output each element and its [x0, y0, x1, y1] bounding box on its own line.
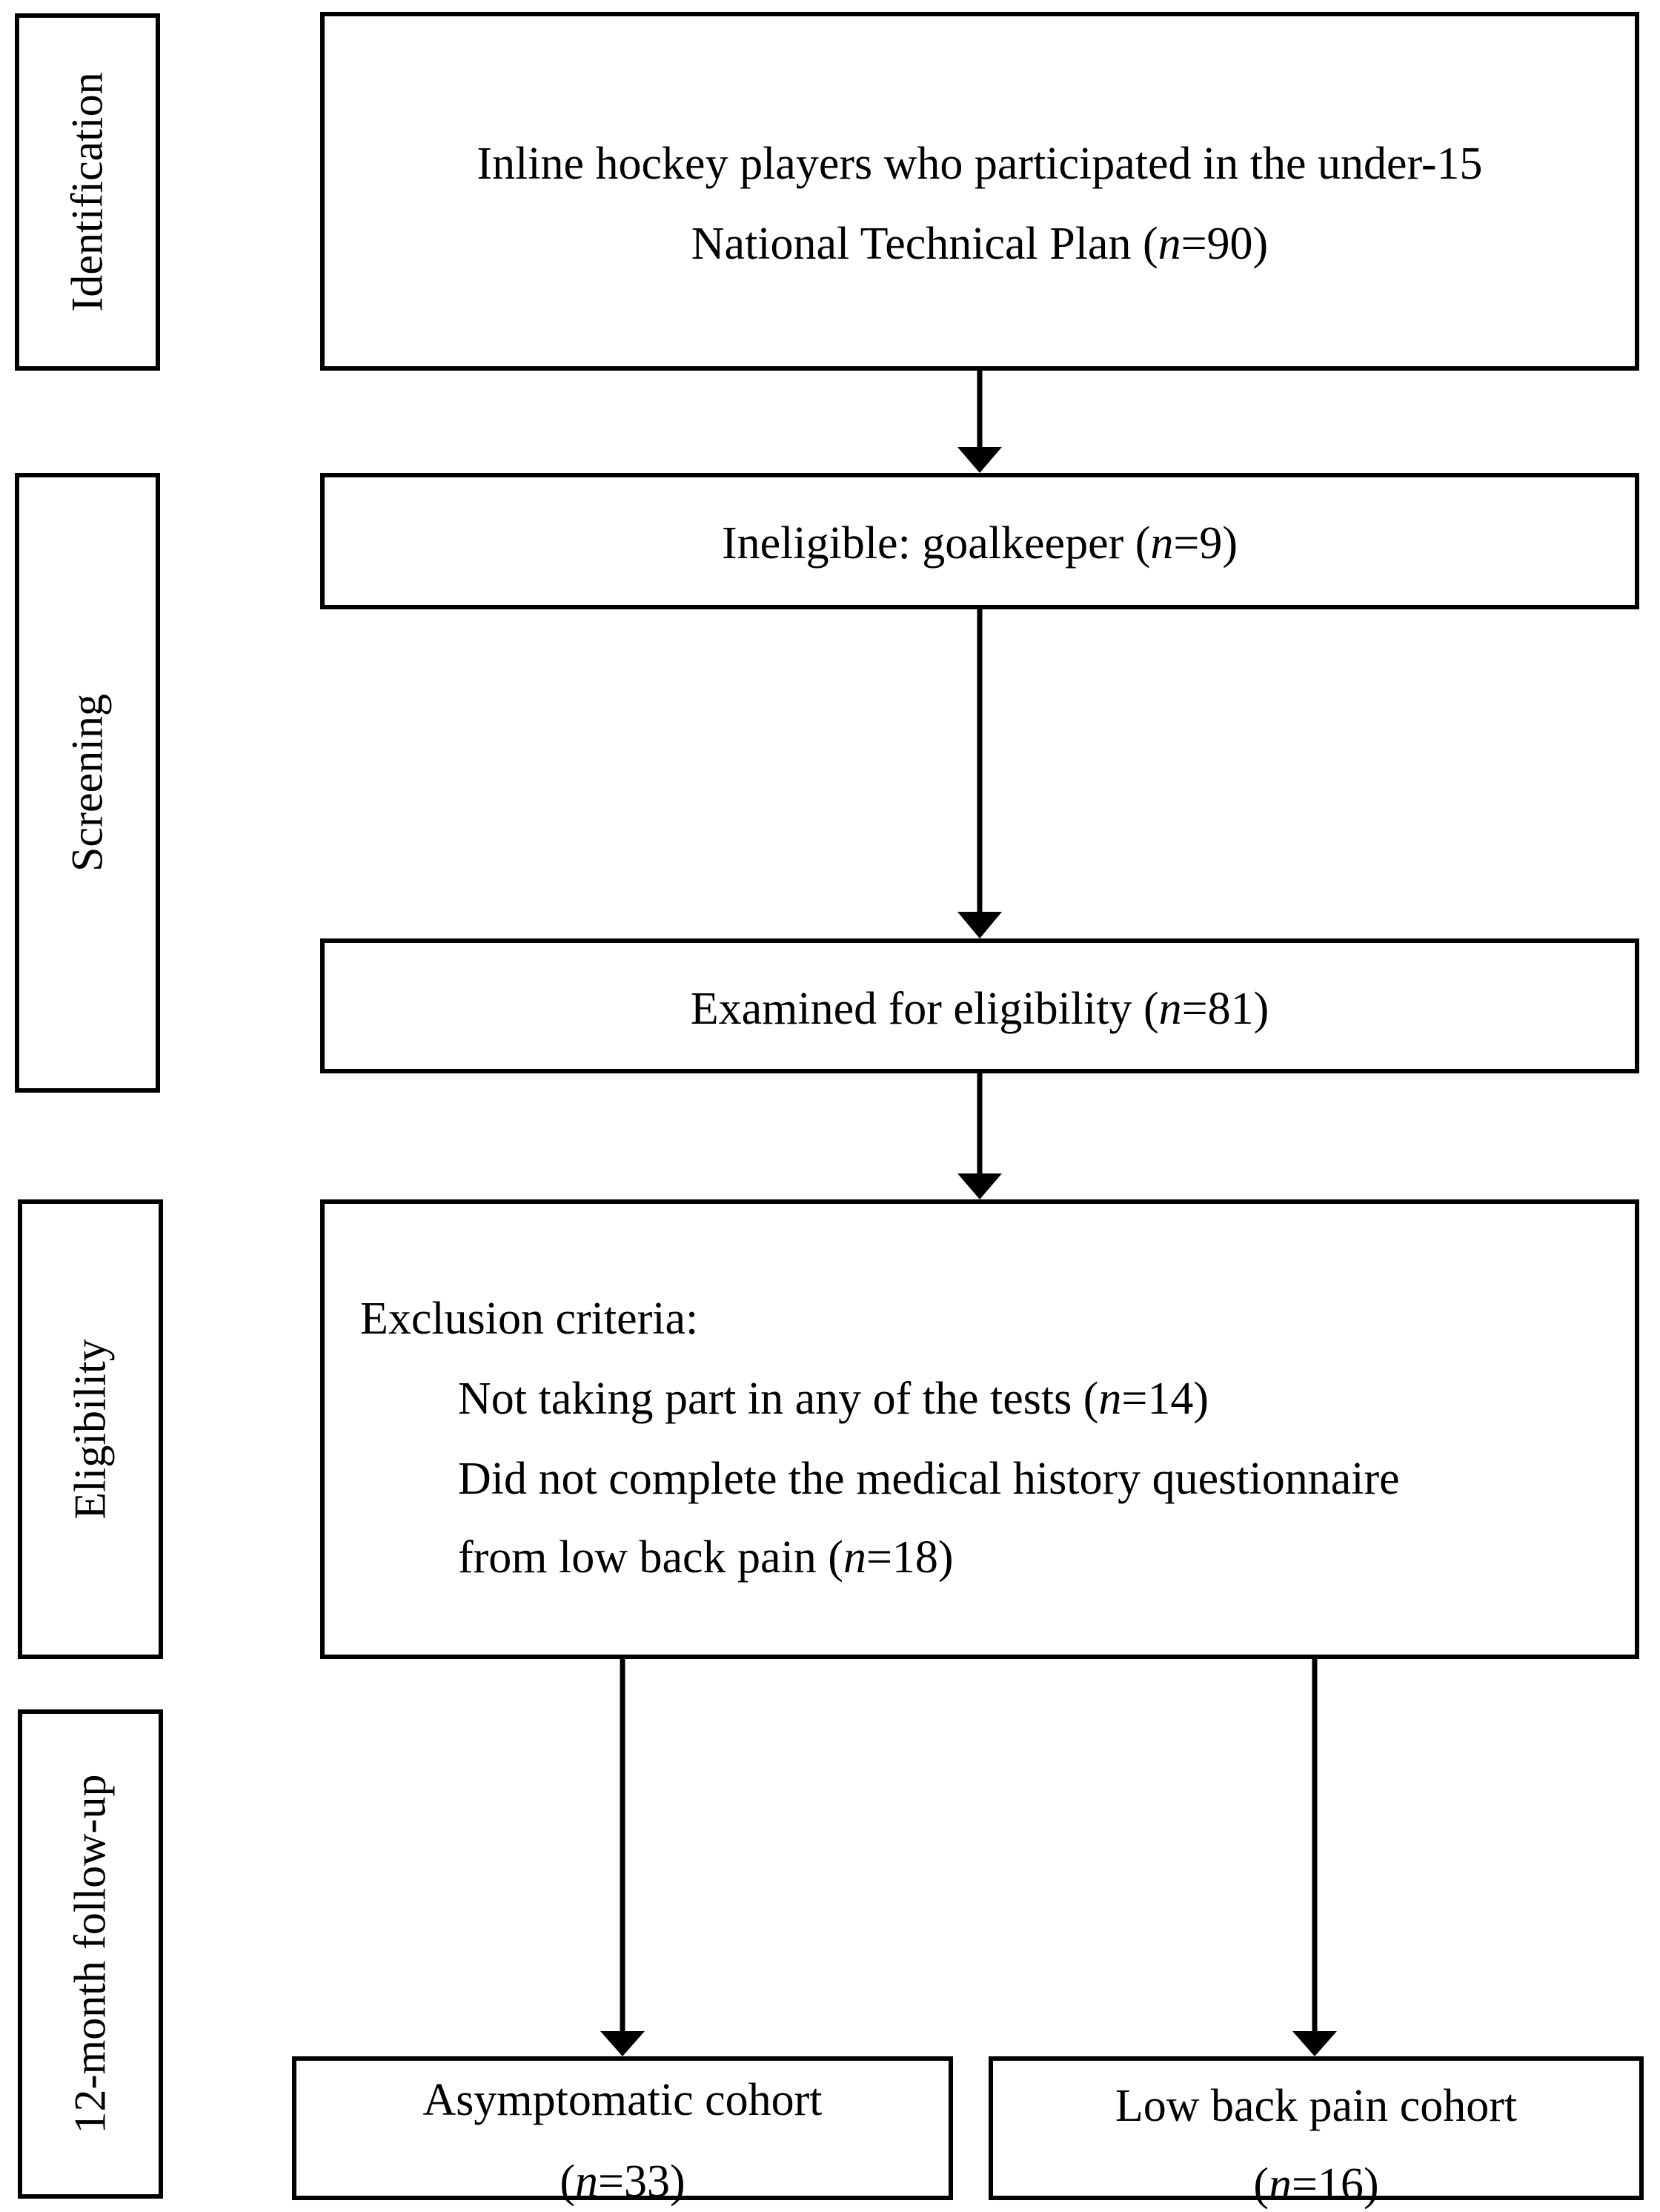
arrowhead-lbp	[1292, 2031, 1337, 2056]
examined-text: Examined for eligibility (n=81)	[690, 984, 1269, 1034]
exclusion-item-questionnaire-line1: Did not complete the medical history que…	[458, 1454, 1400, 1504]
stage-identification: Identification	[15, 13, 160, 371]
low-back-pain-cohort-box: Low back pain cohort (n=16)	[989, 2056, 1644, 2208]
asymptomatic-count: (n=33)	[560, 2156, 685, 2207]
arrowhead-exclusion	[957, 1173, 1002, 1199]
exclusion-box: Exclusion criteria: Not taking part in a…	[320, 1199, 1639, 1659]
arrowhead-ineligible	[957, 447, 1002, 473]
examined-box: Examined for eligibility (n=81)	[320, 938, 1639, 1073]
stage-eligibility: Eligibility	[18, 1199, 163, 1659]
exclusion-title: Exclusion criteria:	[360, 1294, 699, 1344]
identification-box: Inline hockey players who participated i…	[320, 12, 1639, 371]
asymptomatic-cohort-box: Asymptomatic cohort (n=33)	[292, 2056, 953, 2205]
lbp-count: (n=16)	[1253, 2159, 1379, 2210]
stage-screening: Screening	[15, 473, 160, 1093]
ineligible-box: Ineligible: goalkeeper (n=9)	[320, 473, 1639, 609]
exclusion-item-questionnaire-line2: from low back pain (n=18)	[458, 1532, 954, 1583]
arrowhead-asymptomatic	[600, 2031, 645, 2056]
stage-followup: 12-month follow-up	[18, 1709, 163, 2199]
identification-line1: Inline hockey players who participated i…	[477, 139, 1483, 189]
identification-line2: National Technical Plan (n=90)	[691, 219, 1269, 269]
ineligible-text: Ineligible: goalkeeper (n=9)	[721, 518, 1238, 569]
exclusion-item-tests: Not taking part in any of the tests (n=1…	[458, 1374, 1209, 1424]
asymptomatic-title: Asymptomatic cohort	[422, 2075, 823, 2125]
lbp-title: Low back pain cohort	[1115, 2081, 1518, 2131]
arrowhead-examined	[957, 912, 1002, 938]
